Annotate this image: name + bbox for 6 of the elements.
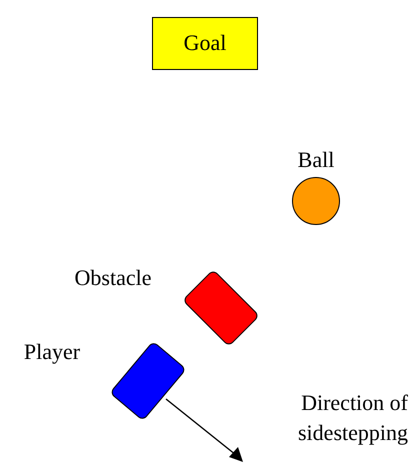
object-label: Player [24,341,80,363]
object-label: Ball [298,149,334,171]
goal-box [152,16,258,70]
node-label: Goal [184,32,226,54]
direction-label: Direction of sidestepping [297,389,408,447]
object-label: Obstacle [74,267,152,289]
